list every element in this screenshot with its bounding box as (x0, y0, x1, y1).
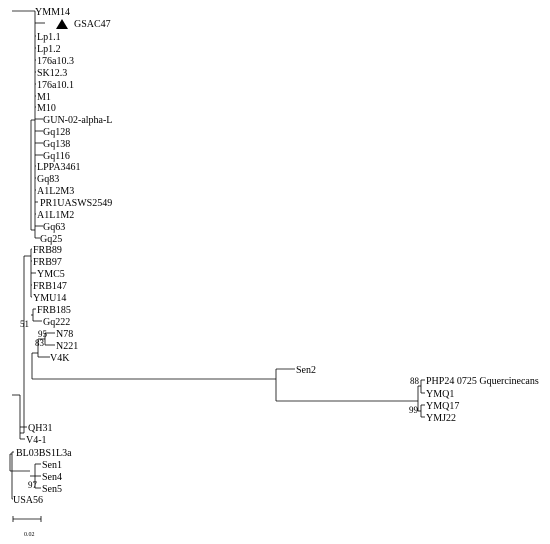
taxon-label: FRB97 (33, 257, 62, 268)
bootstrap-value: 95 (38, 329, 48, 339)
taxon-label: M10 (37, 103, 56, 114)
taxon-label: Lp1.2 (37, 44, 61, 55)
filled-triangle-icon (56, 19, 68, 29)
taxon-label: Gq222 (43, 317, 70, 328)
taxon-label: Sen5 (42, 484, 62, 495)
taxon-label: Gq128 (43, 127, 70, 138)
scale-bar-label: 0.02 (24, 532, 35, 538)
taxon-label: Sen1 (42, 460, 62, 471)
taxon-label: QH31 (28, 423, 52, 434)
taxon-label: LPPA3461 (37, 162, 81, 173)
bootstrap-value: 51 (20, 319, 29, 329)
taxon-label: N221 (56, 341, 78, 352)
bootstrap-value: 88 (410, 376, 420, 386)
taxon-label: PR1UASWS2549 (40, 198, 112, 209)
taxon-label: BL03BS1L3a (16, 448, 72, 459)
taxon-label: FRB185 (37, 305, 71, 316)
taxon-label: N78 (56, 329, 73, 340)
taxon-label: YMQ17 (426, 401, 459, 412)
taxon-label: YMQ1 (426, 389, 454, 400)
taxon-label: FRB147 (33, 281, 67, 292)
taxon-label: Lp1.1 (37, 32, 61, 43)
taxon-label: Sen4 (42, 472, 62, 483)
taxon-label: A1L1M2 (37, 210, 74, 221)
taxon-label: USA56 (13, 495, 43, 506)
bootstrap-value: 99 (409, 405, 419, 415)
bootstrap-value: 83 (35, 338, 45, 348)
taxon-label: PHP24 0725 Gquercinecans (426, 376, 539, 387)
taxon-label: 176a10.1 (37, 80, 74, 91)
taxon-label: YMU14 (33, 293, 66, 304)
taxon-label: FRB89 (33, 245, 62, 256)
taxon-label: Gq83 (37, 174, 59, 185)
taxon-label: 176a10.3 (37, 56, 74, 67)
taxon-label: Gq63 (43, 222, 65, 233)
taxon-label: GUN-02-alpha-L (43, 115, 112, 126)
taxon-label: YMC5 (37, 269, 65, 280)
taxon-label: Gq138 (43, 139, 70, 150)
tree-branches (9, 10, 425, 500)
taxon-label: Gq25 (40, 234, 62, 245)
taxon-label: YMM14 (35, 7, 70, 18)
taxon-label: Gq116 (43, 151, 70, 162)
bootstrap-labels: 51 95 83 88 99 97 (20, 319, 420, 490)
taxon-labels: YMM14 GSAC47 Lp1.1 Lp1.2 176a10.3 SK12.3… (13, 7, 539, 506)
bootstrap-value: 97 (28, 480, 38, 490)
taxon-label: M1 (37, 92, 51, 103)
taxon-label: GSAC47 (74, 19, 111, 30)
taxon-label: V4K (50, 353, 70, 364)
taxon-label: SK12.3 (37, 68, 67, 79)
taxon-label: YMJ22 (426, 413, 456, 424)
taxon-label: A1L2M3 (37, 186, 74, 197)
taxon-label: V4-1 (26, 435, 47, 446)
taxon-label: Sen2 (296, 365, 316, 376)
